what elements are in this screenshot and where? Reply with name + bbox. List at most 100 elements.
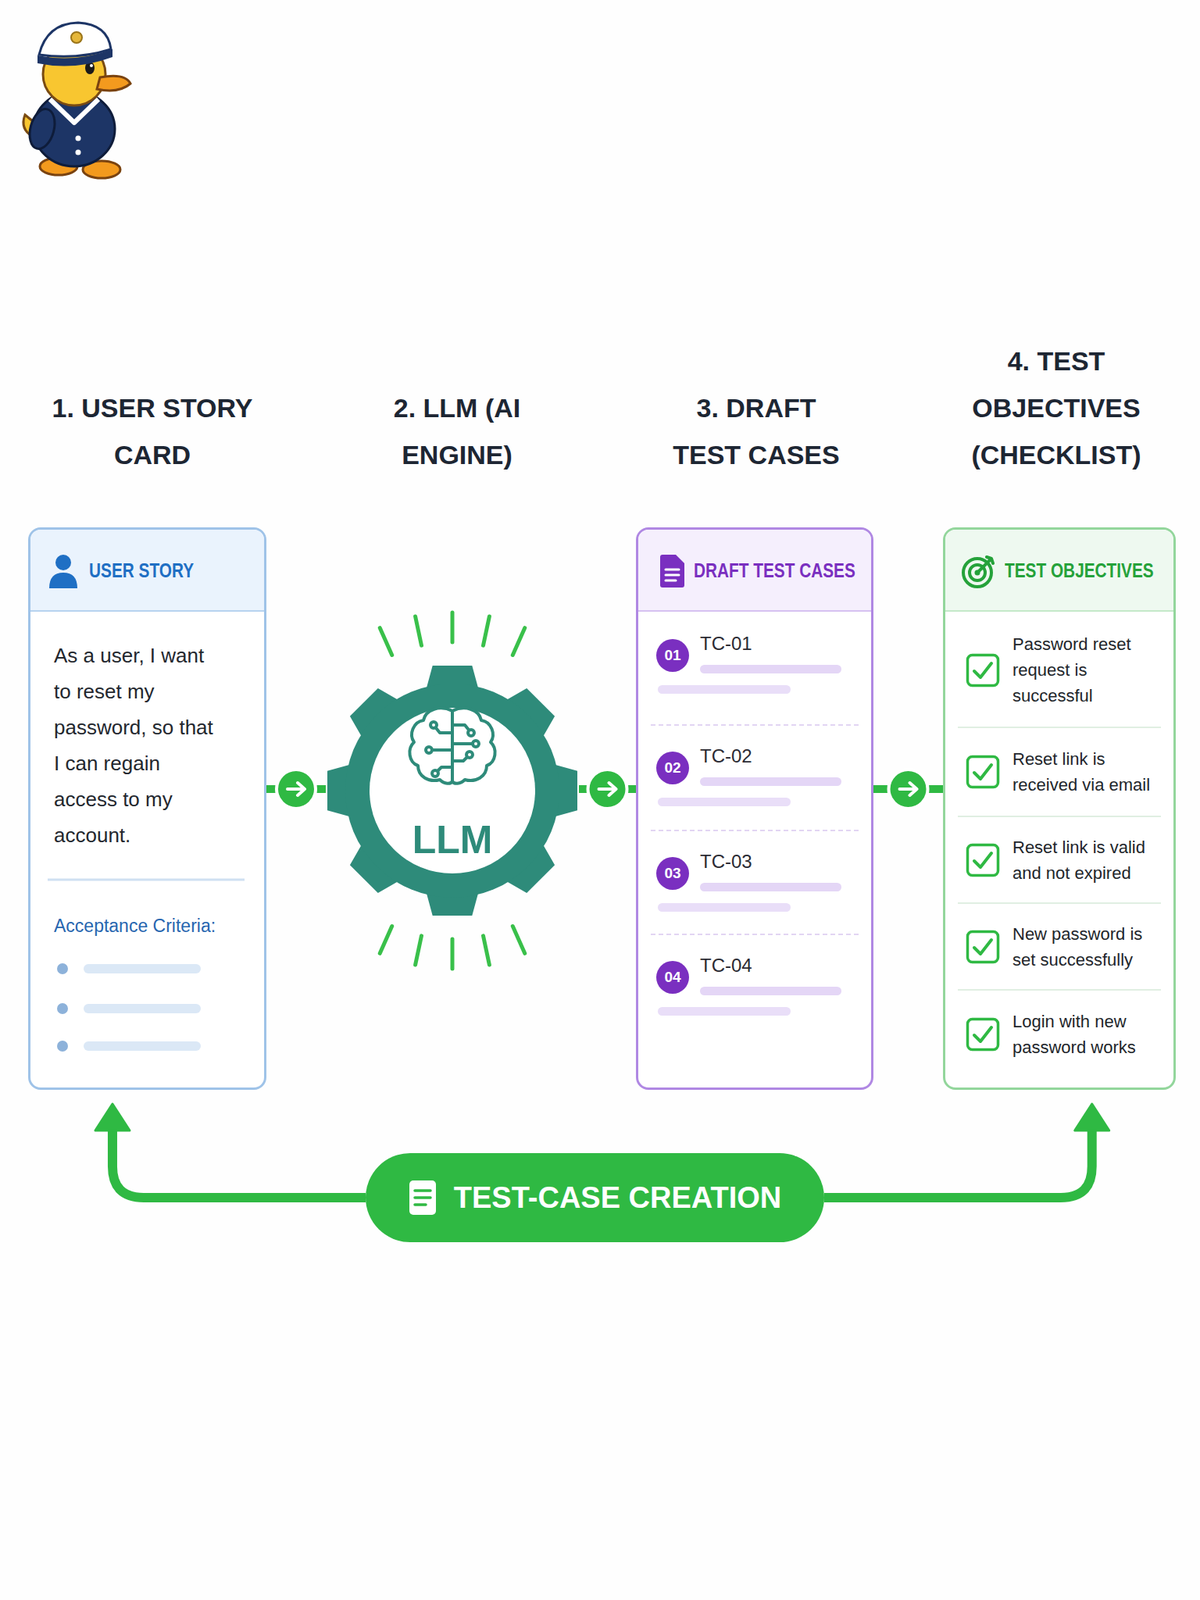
brain-lobe [452,707,496,783]
check-mark [974,663,992,678]
connector [95,1103,366,1198]
check-mark [974,1027,992,1042]
placeholder-bar [700,777,842,786]
duck-mascot [23,22,131,179]
test-case-row: 04 TC-04 [638,934,872,1042]
ray-stroke [450,612,455,643]
row-separator [957,726,1161,729]
checkbox-icon [965,929,1000,965]
checkbox-frame [967,844,999,875]
placeholder-bar [700,986,842,996]
icon-part [49,572,78,589]
objective-row: New password is set successfully [945,903,1174,990]
checkbox-frame [967,757,999,788]
checkbox-icon [965,653,1000,688]
connector-line [824,1128,1093,1198]
ray-stroke [483,935,490,965]
gear-label: LLM [325,820,579,860]
placeholder-bar [700,664,842,674]
case-id: TC-01 [700,632,753,655]
ray-stroke [450,939,455,969]
brain-lobe [409,707,453,783]
objective-text: Password reset request is successful [1012,631,1161,709]
check-mark [974,853,992,868]
placeholder-bar [83,1003,201,1014]
criteria-label: Acceptance Criteria: [53,914,216,938]
connector [578,769,636,809]
row-separator [650,829,859,832]
divider [30,876,265,883]
arrow-badge [276,769,316,809]
row-separator [957,989,1161,991]
case-number: 04 [656,960,690,994]
objective-text: Reset link is valid and not expired [1012,834,1161,886]
checkbox-frame [967,931,999,962]
arrow-glyph [287,782,305,796]
objective-text: New password is set successfully [1012,921,1161,973]
circuit-dot [432,770,439,777]
connector [873,769,943,809]
column-heading: 1. USER STORY CARD [39,384,266,479]
test-case-row: 02 TC-02 [638,725,872,831]
checkbox-icon [965,842,1000,878]
ray-stroke [379,628,392,656]
arrow-badge [889,769,929,809]
brain-icon [409,707,495,783]
icon-part [55,554,72,571]
brain-circuit [428,725,476,774]
gear-teeth [327,665,578,916]
arrow-glyph [599,782,617,796]
pill-label: TEST-CASE CREATION [453,1180,782,1215]
objective-row: Login with new password works [945,989,1174,1079]
connector [824,1103,1110,1198]
column-heading: 3. DRAFT TEST CASES [665,384,847,479]
icon-part [409,1180,436,1215]
case-id: TC-04 [700,954,753,977]
checkbox-frame [967,654,999,686]
icon-part [665,569,679,581]
placeholder-bar [700,882,842,892]
circuit-dot [472,740,479,747]
row-separator [957,902,1161,904]
arrowhead [95,1103,130,1131]
check-mark [974,939,992,954]
row-separator [650,933,859,936]
card-title: DRAFT TEST CASES [693,558,856,583]
objective-text: Login with new password works [1012,1008,1161,1061]
ray-stroke [379,926,392,954]
row-separator [650,724,859,726]
document-icon [658,553,686,589]
placeholder-bar [657,1007,791,1016]
gear-outline [325,664,579,918]
checkbox-frame [967,1019,999,1050]
test-cases-card: DRAFT TEST CASES01TC-0102TC-0203TC-0304T… [635,527,874,1090]
divider-line [47,878,245,882]
placeholder-bar [657,903,791,912]
placeholder-bar [83,1041,201,1051]
case-number: 03 [656,857,690,890]
checkbox-icon [965,754,1000,790]
person-icon [47,553,79,589]
llm-gear: LLM [325,664,579,918]
connector [266,769,326,809]
case-number: 02 [656,751,690,785]
ray-stroke [512,628,525,656]
arrow-badge [588,769,628,809]
circuit-dot [466,751,473,758]
circuit-dot [430,721,437,729]
case-number: 01 [656,639,690,672]
objective-row: Reset link is received via email [945,727,1174,817]
document-icon [408,1179,437,1216]
criteria-bullets [30,951,265,1069]
objective-row: Password reset request is successful [945,612,1174,728]
case-id: TC-02 [700,745,753,768]
story-text: As a user, I want to reset my password, … [53,637,215,854]
story-card: USER STORYAs a user, I want to reset my … [28,527,267,1090]
placeholder-bar [657,685,791,694]
ray-stroke [483,616,490,646]
check-mark [974,764,992,779]
circuit-dot [467,729,475,736]
icon-part [414,1190,431,1205]
icon-part [660,554,685,588]
